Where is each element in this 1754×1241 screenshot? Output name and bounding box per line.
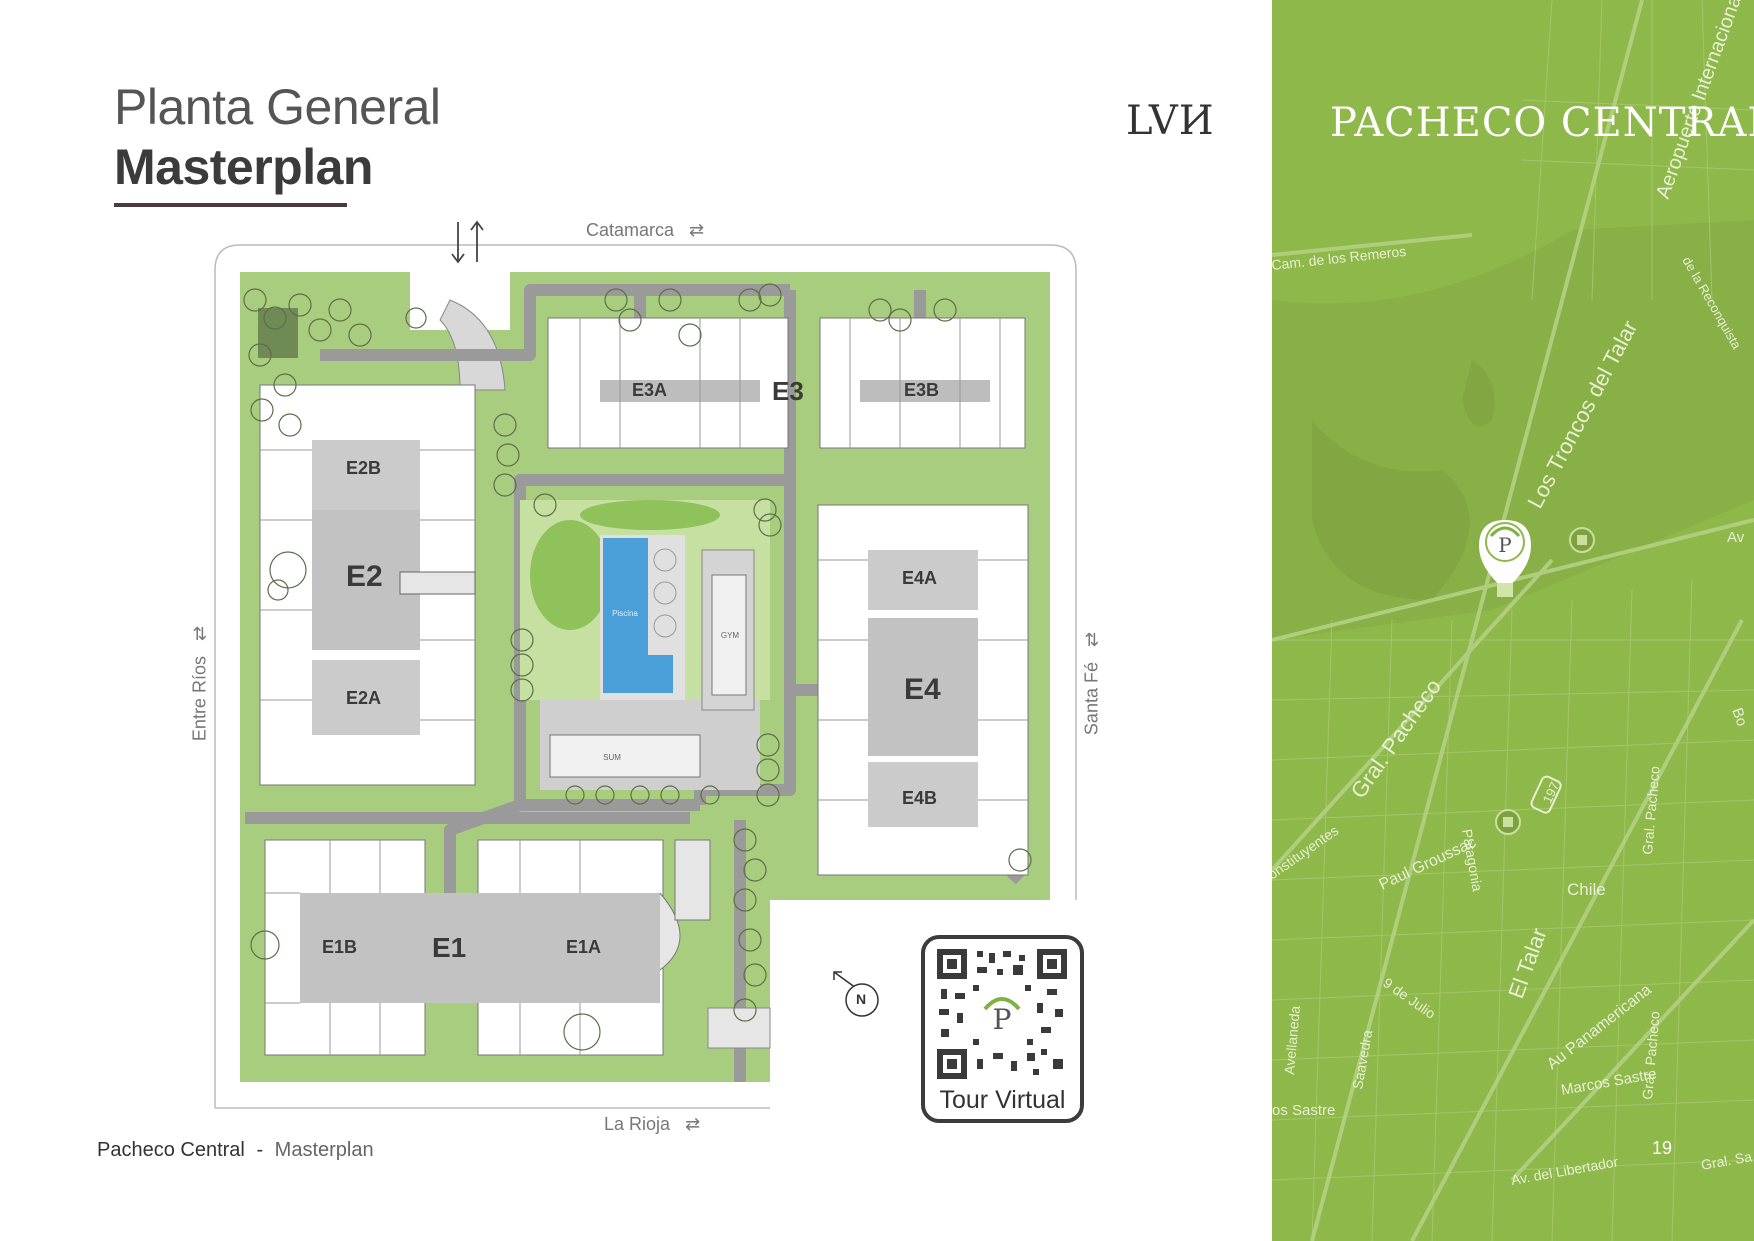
tree-group (243, 283, 1032, 1051)
pool-label: Piscina (612, 609, 638, 618)
tour-virtual-qr[interactable]: P Tour Virtual (921, 935, 1084, 1123)
compass-n-label: N (856, 991, 867, 1007)
label-e1b: E1B (322, 937, 358, 957)
project-location-pin-icon: P (1479, 520, 1531, 597)
footer-project: Pacheco Central (97, 1139, 245, 1161)
entrance-arrows-icon (451, 220, 484, 264)
svg-text:P: P (1498, 533, 1511, 557)
street-bottom: La Rioja ⇄ (604, 1114, 700, 1135)
lvn-logo: LVИ (1126, 98, 1215, 144)
building-e4 (817, 504, 1029, 876)
compass-arrow-icon (833, 971, 879, 1017)
gym-label: GYM (721, 631, 740, 640)
map-label-chile: Chile (1567, 880, 1606, 899)
street-top: Catamarca ⇄ (586, 220, 704, 241)
label-e2b: E2B (346, 458, 382, 478)
map-label-pacheco3: Gral. Pacheco (1639, 1010, 1663, 1100)
map-label-sastre2: os Sastre (1272, 1102, 1335, 1119)
label-e4a: E4A (902, 568, 938, 588)
label-e1: E1 (432, 932, 467, 963)
two-way-arrow-icon: ⇄ (689, 220, 705, 240)
footer-separator: - (256, 1139, 264, 1161)
page-title-bold: Masterplan (114, 139, 373, 195)
page-title-light: Planta General (114, 79, 441, 135)
page-footer: Pacheco Central - Masterplan (97, 1139, 374, 1162)
location-map: Cam. de los Remeros Aeropuerto Internaci… (1272, 0, 1754, 1241)
sum-label: SUM (603, 753, 621, 762)
north-compass: N (826, 968, 898, 1018)
map-label-av: Av (1727, 529, 1745, 546)
page-number: 19 (1652, 1138, 1673, 1158)
building-e2 (259, 384, 476, 786)
label-e4b: E4B (902, 788, 938, 808)
location-sidebar: Cam. de los Remeros Aeropuerto Internaci… (1272, 0, 1754, 1241)
building-e1 (264, 839, 771, 1056)
label-e1a: E1A (566, 937, 602, 957)
route-197-shield-icon (1530, 775, 1562, 814)
label-e3b: E3B (904, 380, 940, 400)
qr-code-icon: P (937, 949, 1067, 1079)
label-e4: E4 (904, 673, 941, 706)
qr-p-logo: P (993, 1003, 1012, 1036)
two-way-arrow-icon: ⇄ (685, 1114, 701, 1134)
map-label-avellaneda: Avellaneda (1281, 1005, 1303, 1075)
title-underline (114, 203, 347, 207)
street-bottom-label: La Rioja (604, 1114, 671, 1134)
building-poi-icon (1495, 527, 1595, 835)
site-plan: Piscina GYM SUM (214, 220, 1077, 1109)
map-label-bo: Bo (1728, 706, 1750, 729)
map-label-pacheco2: Gral. Pacheco (1639, 765, 1663, 855)
label-e2: E2 (346, 560, 383, 593)
label-e2a: E2A (346, 688, 382, 708)
street-top-label: Catamarca (586, 220, 675, 240)
building-e3 (547, 317, 1026, 449)
qr-label: Tour Virtual (939, 1086, 1066, 1114)
label-e3a: E3A (632, 380, 668, 400)
label-e3: E3 (772, 376, 804, 406)
brand-title: PACHECO CENTRAL (1330, 100, 1754, 146)
footer-section: Masterplan (274, 1139, 374, 1161)
masterplan-page: Planta General Masterplan LVИ Catamarca … (97, 79, 1215, 1162)
